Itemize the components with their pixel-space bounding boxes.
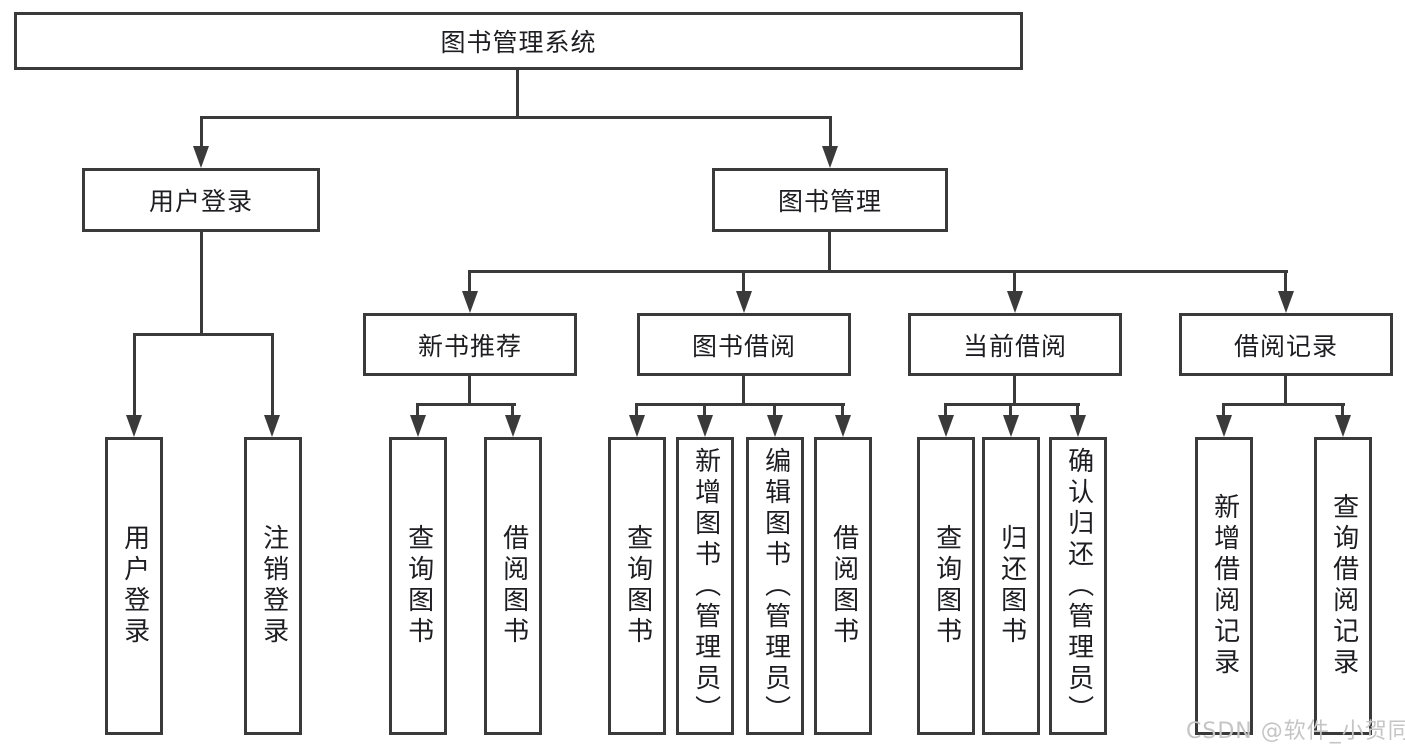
- watermark: CSDN @软件_小贺同学: [1186, 719, 1405, 744]
- leaf-edit-book-admin: 编辑图书（管理员）: [746, 437, 804, 735]
- connector-vline: [1341, 403, 1344, 417]
- connector-vline: [1013, 376, 1016, 405]
- connector-hline: [945, 403, 1080, 406]
- node-new-book-recommend: 新书推荐: [363, 313, 577, 376]
- connector-vline: [511, 403, 514, 417]
- arrow-down-icon: [736, 291, 752, 313]
- connector-hline: [469, 270, 1288, 273]
- node-label: 借阅记录: [1233, 331, 1338, 361]
- arrow-down-icon: [505, 415, 521, 437]
- leaf-confirm-return-admin: 确认归还（管理员）: [1049, 437, 1107, 735]
- node-label: 编辑图书（管理员）: [760, 446, 791, 726]
- connector-hline: [417, 403, 516, 406]
- connector-vline: [200, 116, 203, 150]
- arrow-down-icon: [938, 415, 954, 437]
- node-label: 查询图书: [403, 524, 434, 648]
- connector-vline: [1284, 376, 1287, 405]
- connector-vline: [416, 403, 419, 417]
- node-book-borrowing: 图书借阅: [637, 313, 851, 376]
- node-label: 图书管理系统: [440, 28, 597, 57]
- connector-hline: [133, 333, 274, 336]
- leaf-return-books: 归还图书: [982, 437, 1040, 735]
- node-label: 归还图书: [996, 524, 1027, 648]
- connector-vline: [635, 403, 638, 417]
- connector-vline: [742, 376, 745, 405]
- arrow-down-icon: [835, 415, 851, 437]
- node-borrowing-records: 借阅记录: [1179, 313, 1393, 376]
- connector-vline: [200, 230, 203, 336]
- node-label: 确认归还（管理员）: [1063, 446, 1094, 726]
- connector-vline: [468, 376, 471, 405]
- connector-vline: [1013, 270, 1016, 293]
- leaf-query-books-borrowing: 查询图书: [608, 437, 666, 735]
- arrow-down-icon: [1216, 415, 1232, 437]
- connector-vline: [516, 70, 519, 117]
- connector-vline: [468, 270, 471, 293]
- node-label: 新书推荐: [417, 331, 522, 361]
- connector-vline: [841, 403, 844, 417]
- leaf-borrow-books-borrowing: 借阅图书: [814, 437, 872, 735]
- arrow-down-icon: [767, 415, 783, 437]
- connector-hline: [200, 116, 832, 119]
- arrow-down-icon: [822, 146, 838, 168]
- connector-vline: [133, 333, 136, 417]
- arrow-down-icon: [1007, 291, 1023, 313]
- connector-hline: [1223, 403, 1345, 406]
- connector-vline: [742, 270, 745, 293]
- connector-vline: [828, 230, 831, 273]
- node-current-borrowing: 当前借阅: [908, 313, 1122, 376]
- node-label: 注销登录: [258, 524, 289, 648]
- arrow-down-icon: [1070, 415, 1086, 437]
- connector-vline: [944, 403, 947, 417]
- connector-vline: [773, 403, 776, 417]
- arrow-down-icon: [410, 415, 426, 437]
- connector-hline: [636, 403, 845, 406]
- node-label: 用户登录: [148, 187, 253, 216]
- node-label: 借阅图书: [828, 524, 859, 648]
- connector-vline: [703, 403, 706, 417]
- arrow-down-icon: [126, 415, 142, 437]
- leaf-query-books-current: 查询图书: [917, 437, 975, 735]
- connector-vline: [1009, 403, 1012, 417]
- connector-vline: [829, 116, 832, 150]
- node-label: 用户登录: [119, 524, 150, 648]
- connector-vline: [1222, 403, 1225, 417]
- arrow-down-icon: [629, 415, 645, 437]
- node-label: 新增图书（管理员）: [690, 446, 721, 726]
- node-label: 新增借阅记录: [1209, 493, 1240, 679]
- leaf-query-books-recommend: 查询图书: [389, 437, 447, 735]
- leaf-query-borrow-record: 查询借阅记录: [1314, 437, 1372, 735]
- leaf-logout-login: 注销登录: [244, 437, 302, 735]
- arrow-down-icon: [264, 415, 280, 437]
- connector-vline: [1076, 403, 1079, 417]
- node-user-login: 用户登录: [82, 168, 320, 232]
- node-label: 借阅图书: [498, 524, 529, 648]
- node-label: 当前借阅: [962, 331, 1067, 361]
- arrow-down-icon: [462, 291, 478, 313]
- connector-vline: [271, 333, 274, 417]
- leaf-borrow-books-recommend: 借阅图书: [484, 437, 542, 735]
- arrow-down-icon: [1335, 415, 1351, 437]
- arrow-down-icon: [1278, 291, 1294, 313]
- arrow-down-icon: [193, 146, 209, 168]
- node-label: 图书管理: [777, 187, 882, 216]
- connector-vline: [1284, 270, 1287, 293]
- arrow-down-icon: [697, 415, 713, 437]
- leaf-user-login: 用户登录: [105, 437, 163, 735]
- node-library-system: 图书管理系统: [14, 12, 1023, 70]
- node-label: 查询图书: [622, 524, 653, 648]
- node-book-management: 图书管理: [712, 168, 948, 232]
- arrow-down-icon: [1003, 415, 1019, 437]
- node-label: 查询图书: [931, 524, 962, 648]
- leaf-add-borrow-record: 新增借阅记录: [1195, 437, 1253, 735]
- node-label: 查询借阅记录: [1328, 493, 1359, 679]
- leaf-add-book-admin: 新增图书（管理员）: [676, 437, 734, 735]
- node-label: 图书借阅: [691, 331, 796, 361]
